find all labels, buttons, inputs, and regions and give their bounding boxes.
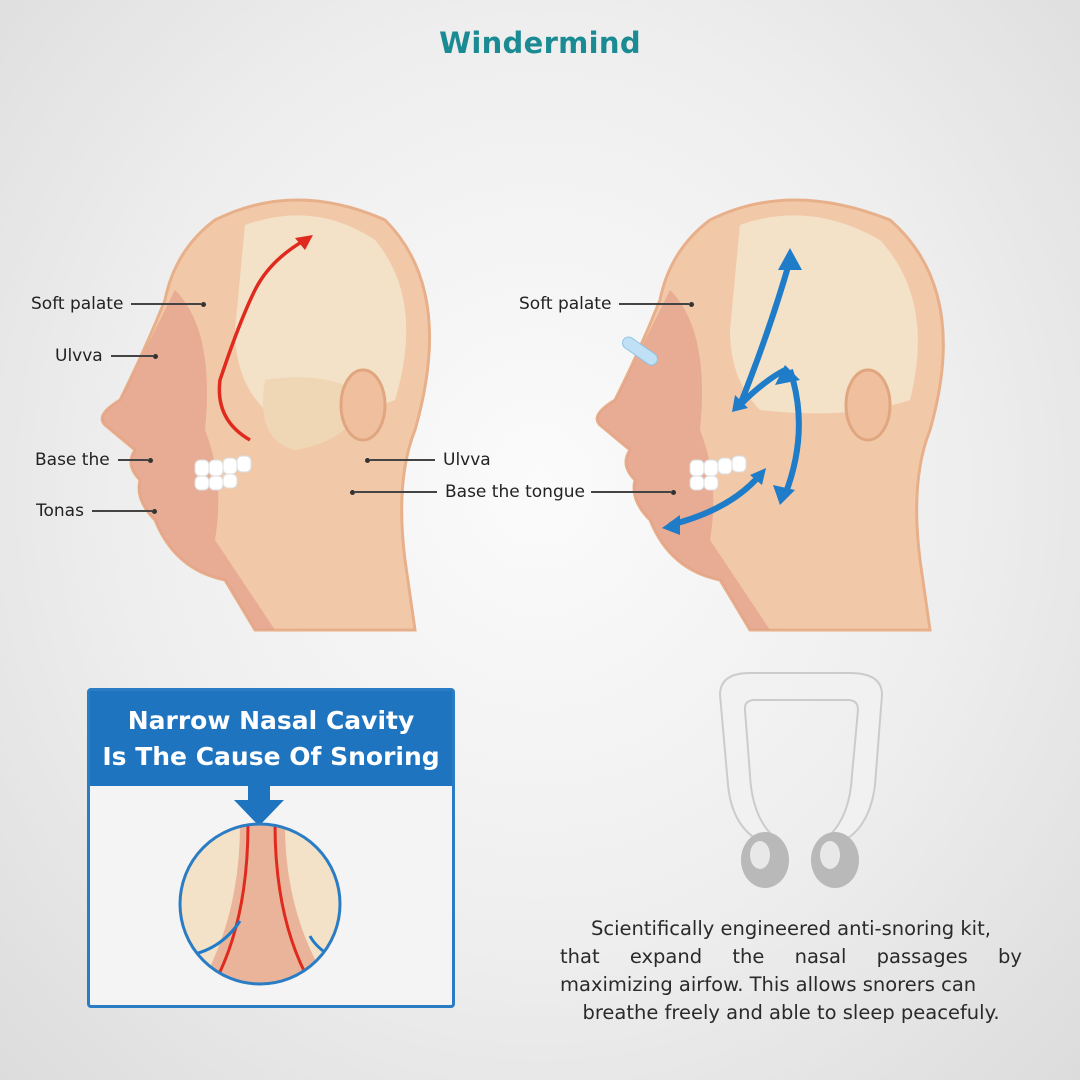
label-text: Base the tongue [445, 482, 585, 502]
label-text: Soft palate [31, 294, 124, 314]
label-soft-palate-left: Soft palate [31, 294, 207, 314]
label-text: Base the [35, 450, 110, 470]
label-tonas-left: Tonas [36, 501, 157, 521]
leader-line [590, 491, 671, 493]
head-anatomy-left [100, 198, 432, 632]
description-word: by [998, 945, 1022, 968]
leader-dot [147, 457, 153, 463]
callout-header: Narrow Nasal Cavity Is The Cause Of Snor… [90, 691, 452, 786]
leader-dot [152, 353, 158, 359]
description-word: the [732, 945, 765, 968]
label-text: Ulvva [443, 450, 491, 470]
label-base-the-left: Base the [35, 450, 153, 470]
nose-clip-product-image [718, 672, 884, 888]
description-line: breathe freely and able to sleep peacefu… [582, 1001, 1000, 1024]
leader-line [370, 459, 435, 461]
description-word: passages [876, 945, 968, 968]
airflow-arrow-blocked [217, 238, 306, 442]
leader-line [117, 459, 148, 461]
label-text: Ulvva [55, 346, 103, 366]
label-ulvva-back: Ulvva [365, 450, 491, 470]
label-text: Tonas [36, 501, 84, 521]
description-line: maximizing airfow. This allows snorers c… [560, 973, 977, 996]
product-description: Scientifically engineered anti-snoring k… [560, 915, 1022, 1027]
label-ulvva-front-left: Ulvva [55, 346, 158, 366]
description-word: expand [629, 945, 703, 968]
head-anatomy-right [595, 198, 945, 632]
nasal-cavity-callout: Narrow Nasal Cavity Is The Cause Of Snor… [87, 688, 455, 1008]
airflow-arrows-open [669, 259, 802, 528]
description-word: that [560, 945, 600, 968]
description-line: Scientifically engineered anti-snoring k… [591, 917, 991, 940]
leader-line [110, 355, 153, 357]
leader-dot [201, 301, 207, 307]
leader-line [131, 303, 202, 305]
nasal-cavity-closeup [178, 786, 342, 986]
callout-title-line1: Narrow Nasal Cavity [127, 706, 415, 735]
leader-dot [350, 489, 355, 495]
leader-dot [365, 457, 370, 463]
description-line: that expand the nasal passages by [560, 943, 1022, 971]
leader-dot [689, 301, 695, 307]
leader-dot [151, 508, 157, 514]
label-text: Soft palate [519, 294, 612, 314]
down-arrow-icon [234, 786, 284, 826]
label-base-the-tongue: Base the tongue [350, 482, 676, 502]
leader-line [91, 510, 152, 512]
leader-line [619, 303, 690, 305]
callout-title-line2: Is The Cause Of Snoring [102, 742, 440, 771]
label-soft-palate-right: Soft palate [519, 294, 695, 314]
leader-dot [670, 489, 676, 495]
description-word: nasal [794, 945, 847, 968]
leader-line [355, 491, 437, 493]
brand-logo: Windermind [439, 26, 641, 60]
